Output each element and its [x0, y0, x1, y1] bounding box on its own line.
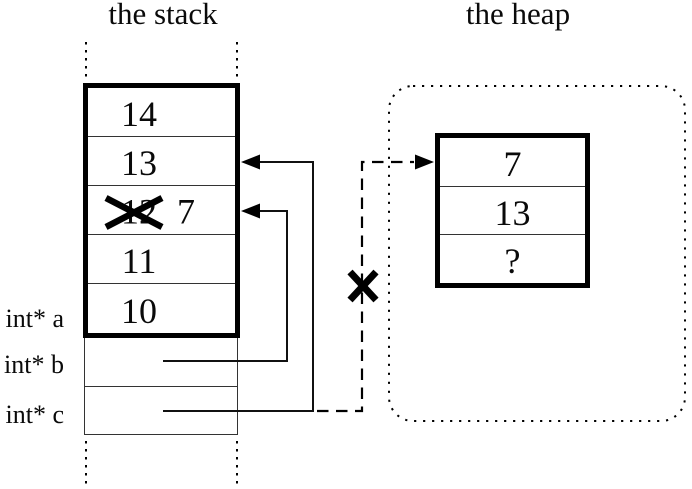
heap-block-box: 7 13 ? — [435, 133, 590, 288]
heap-cell-value: ? — [504, 241, 521, 282]
pointer-label-a: int* a — [5, 304, 65, 333]
arrowhead-right-icon — [415, 154, 434, 170]
stack-pointer-cells — [84, 338, 238, 435]
heap-cell-7: 7 — [440, 138, 585, 187]
stack-cell-value: 11 — [121, 241, 157, 281]
arrowhead-left-icon — [241, 154, 260, 170]
stack-cell-old-value: 12 — [121, 191, 157, 232]
stack-cell-14: 14 — [88, 88, 235, 137]
pointer-label-c: int* c — [5, 400, 65, 429]
pointer-label-b: int* b — [4, 350, 64, 379]
stack-cell-crossed: 12 7 — [88, 186, 235, 235]
stack-cell-c — [85, 387, 237, 435]
heap-cell-value: 13 — [494, 192, 531, 233]
heap-cell-unknown: ? — [440, 235, 585, 283]
arrowhead-left-icon — [241, 203, 260, 219]
heap-title: the heap — [465, 0, 571, 31]
stack-cell-value: 14 — [121, 94, 157, 134]
stack-cell-b — [85, 338, 237, 387]
stack-cell-11: 11 — [88, 235, 235, 284]
stack-title: the stack — [108, 0, 218, 31]
stack-cell-new-value: 7 — [177, 191, 195, 232]
stack-cell-13: 13 — [88, 137, 235, 186]
heap-cell-value: 7 — [503, 143, 522, 184]
heap-cell-13: 13 — [440, 187, 585, 236]
dangling-heap-pointer — [317, 154, 434, 413]
stack-cell-10: 10 — [88, 284, 235, 333]
stack-cell-value: 10 — [121, 290, 157, 331]
invalid-pointer-x-icon — [347, 269, 379, 303]
stack-cell-value: 13 — [121, 143, 157, 183]
stack-frame-box: 14 13 12 7 11 10 — [83, 83, 240, 338]
